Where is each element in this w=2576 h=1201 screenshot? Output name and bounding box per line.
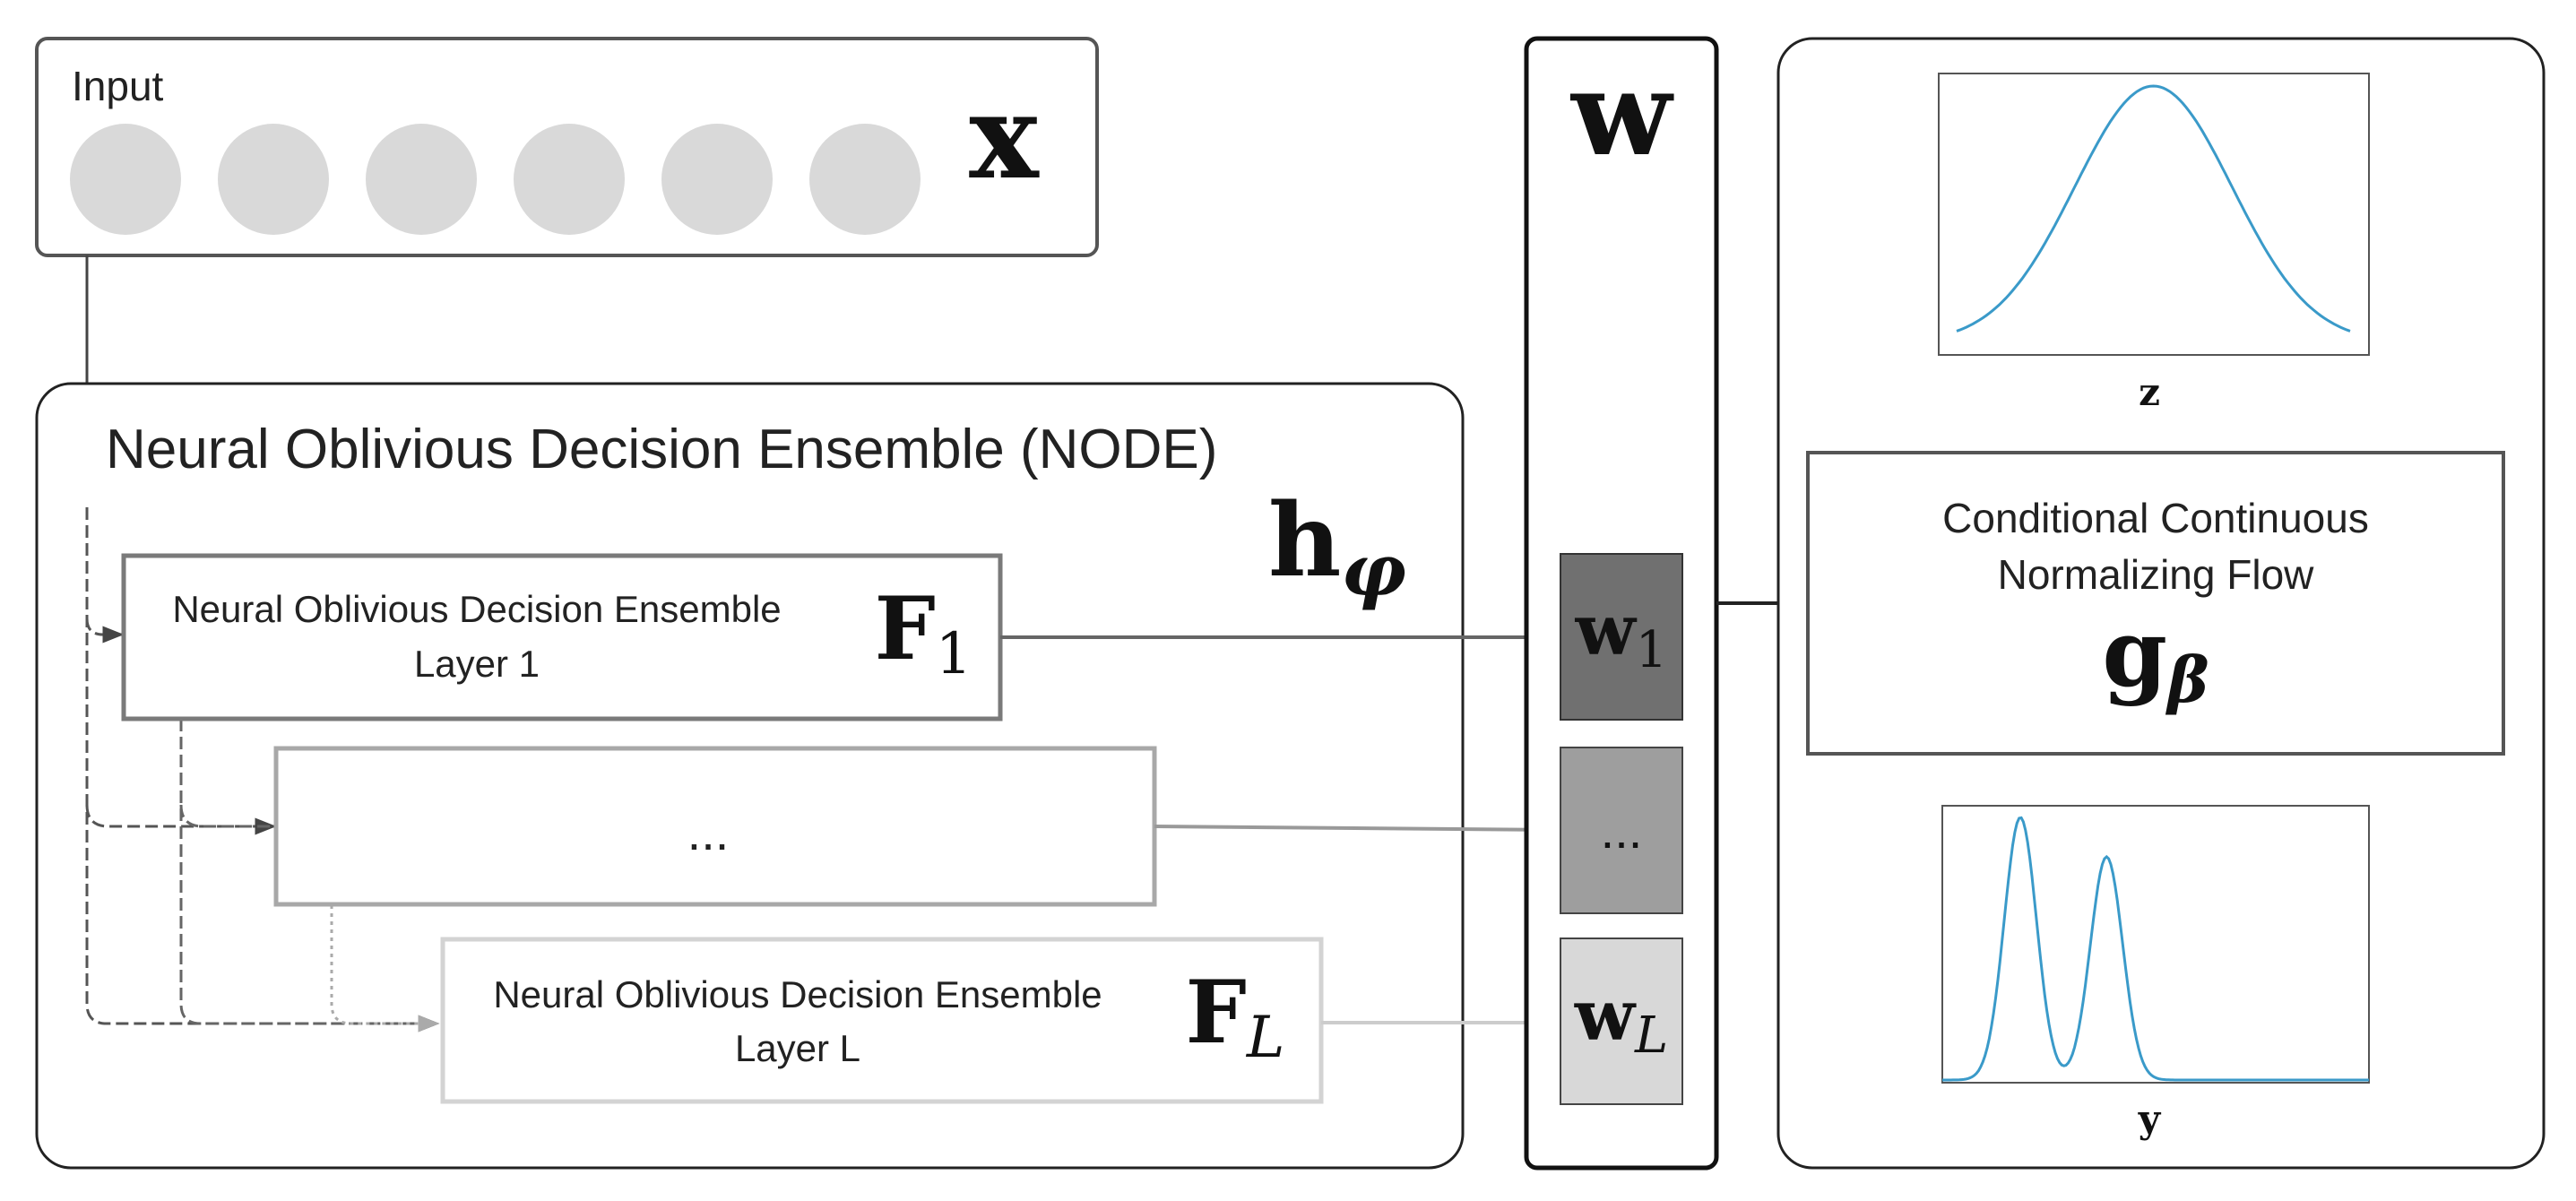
z-label: z: [2139, 370, 2160, 414]
node-symbol: hφ: [1268, 482, 1406, 612]
weight-cell-L-symbol: wL: [1574, 975, 1668, 1065]
z-curve: [1956, 84, 2351, 333]
weight-cell-1-symbol: w1: [1575, 590, 1668, 679]
y-curve: [1942, 816, 2369, 1082]
flow-symbol: gβ: [2102, 598, 2209, 717]
layer-1-box: Neural Oblivious Decision Ensemble Layer…: [121, 553, 1003, 721]
flow-panel: z Conditional Continuous Normalizing Flo…: [1776, 37, 2546, 1170]
layer-middle-ellipsis: ...: [687, 804, 730, 860]
input-node: [366, 124, 477, 235]
branch-connectors: [85, 507, 440, 1033]
weight-cell-L: wL: [1560, 937, 1683, 1105]
weights-symbol: w: [1569, 45, 1674, 182]
layer-L-line2: Layer L: [735, 1027, 860, 1069]
node-title: Neural Oblivious Decision Ensemble (NODE…: [106, 419, 1217, 480]
weights-column: w w1 ... wL: [1524, 36, 1719, 1171]
input-node: [661, 124, 773, 235]
layer-1-line1: Neural Oblivious Decision Ensemble: [172, 588, 781, 630]
layer-middle-box: ...: [273, 746, 1157, 907]
layer-L-symbol: FL: [1186, 962, 1285, 1071]
layer-1-line2: Layer 1: [414, 643, 540, 685]
weight-cell-middle-text: ...: [1601, 802, 1643, 859]
input-node: [514, 124, 625, 235]
input-symbol: x: [969, 68, 1040, 205]
input-label: Input: [72, 63, 164, 109]
z-distribution-plot: z: [1938, 73, 2370, 414]
node-panel: Neural Oblivious Decision Ensemble (NODE…: [35, 382, 1465, 1170]
input-nodes: [70, 124, 921, 235]
flow-line2: Normalizing Flow: [1998, 551, 2315, 598]
flow-box: Conditional Continuous Normalizing Flow …: [1806, 451, 2505, 756]
layer-L-box: Neural Oblivious Decision Ensemble Layer…: [440, 937, 1324, 1104]
input-node: [218, 124, 329, 235]
layer-to-weight-arrows: [1000, 626, 1561, 1034]
flow-line1: Conditional Continuous: [1942, 495, 2369, 541]
input-panel: Input x: [35, 37, 1099, 257]
input-node: [70, 124, 181, 235]
layer-L-line1: Neural Oblivious Decision Ensemble: [493, 973, 1102, 1015]
input-node: [809, 124, 921, 235]
y-distribution-plot: y: [1941, 805, 2370, 1141]
y-label: y: [2138, 1097, 2162, 1141]
weight-cell-middle: ...: [1560, 747, 1683, 914]
layer-1-symbol: F1: [875, 578, 972, 687]
weight-cell-1: w1: [1560, 553, 1683, 721]
